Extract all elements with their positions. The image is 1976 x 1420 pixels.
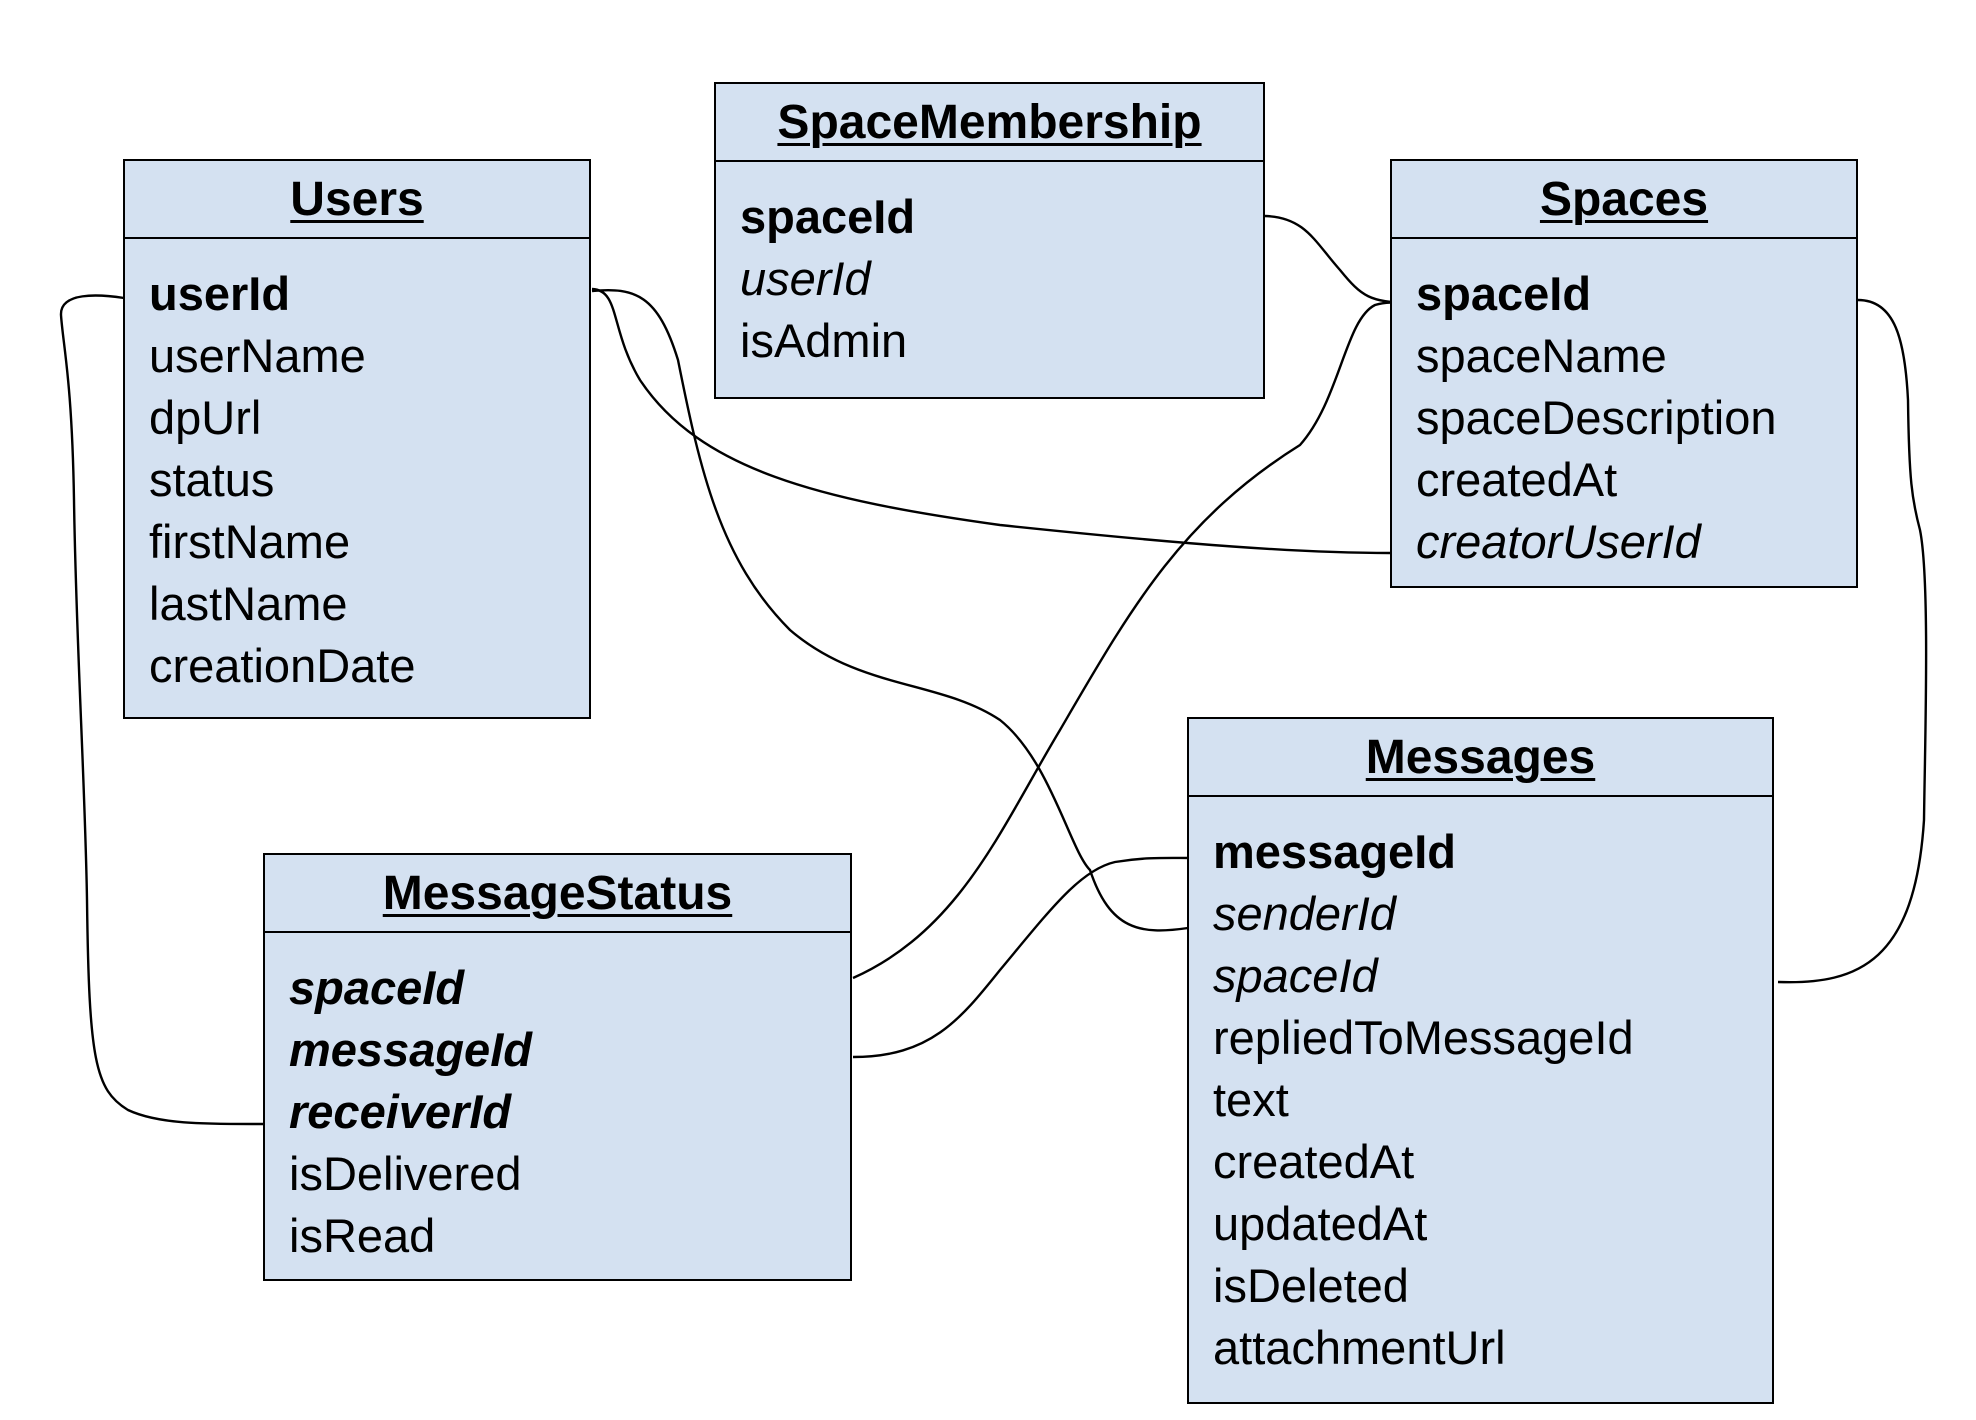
- field-list: spaceId userId isAdmin: [716, 162, 1263, 372]
- field-list: messageId senderId spaceId repliedToMess…: [1189, 797, 1772, 1379]
- entity-title: Users: [125, 161, 589, 239]
- field-foreign-key: creatorUserId: [1416, 515, 1701, 568]
- field: firstName: [149, 515, 351, 568]
- entity-spacemembership: SpaceMembership spaceId userId isAdmin: [714, 82, 1265, 399]
- field-list: userId userName dpUrl status firstName l…: [125, 239, 589, 697]
- field-primary-key: userId: [149, 267, 291, 320]
- entity-users: Users userId userName dpUrl status first…: [123, 159, 591, 719]
- entity-messagestatus: MessageStatus spaceId messageId receiver…: [263, 853, 852, 1281]
- entity-spaces: Spaces spaceId spaceName spaceDescriptio…: [1390, 159, 1858, 588]
- field: repliedToMessageId: [1213, 1011, 1634, 1064]
- field-foreign-key: senderId: [1213, 887, 1396, 940]
- field-primary-key: spaceId: [740, 190, 916, 243]
- field: spaceName: [1416, 329, 1667, 382]
- field-list: spaceId messageId receiverId isDelivered…: [265, 933, 850, 1267]
- entity-title: Spaces: [1392, 161, 1856, 239]
- field-list: spaceId spaceName spaceDescription creat…: [1392, 239, 1856, 573]
- field: dpUrl: [149, 391, 262, 444]
- field: isDeleted: [1213, 1259, 1409, 1312]
- link-spacemembership-spaceid-to-spaces-spaceid: [1264, 214, 1411, 305]
- field: userName: [149, 329, 366, 382]
- field: isRead: [289, 1209, 436, 1262]
- field-composite-key: spaceId: [289, 961, 465, 1014]
- field: createdAt: [1213, 1135, 1415, 1188]
- field-composite-key: receiverId: [289, 1085, 512, 1138]
- field-primary-key: messageId: [1213, 825, 1456, 878]
- entity-title: MessageStatus: [265, 855, 850, 933]
- field: text: [1213, 1073, 1289, 1126]
- field-primary-key: spaceId: [1416, 267, 1592, 320]
- field: isAdmin: [740, 314, 908, 367]
- entity-title: Messages: [1189, 719, 1772, 797]
- field: spaceDescription: [1416, 391, 1777, 444]
- field: attachmentUrl: [1213, 1321, 1506, 1374]
- entity-title: SpaceMembership: [716, 84, 1263, 162]
- field: updatedAt: [1213, 1197, 1428, 1250]
- field-composite-key: messageId: [289, 1023, 532, 1076]
- field: createdAt: [1416, 453, 1618, 506]
- entity-messages: Messages messageId senderId spaceId repl…: [1187, 717, 1774, 1404]
- field: status: [149, 453, 275, 506]
- field: isDelivered: [289, 1147, 522, 1200]
- field-foreign-key: userId: [740, 252, 871, 305]
- field: creationDate: [149, 639, 416, 692]
- field: lastName: [149, 577, 348, 630]
- link-messagestatus-messageid-to-messages-messageid: [852, 856, 1193, 1059]
- field-foreign-key: spaceId: [1213, 949, 1378, 1002]
